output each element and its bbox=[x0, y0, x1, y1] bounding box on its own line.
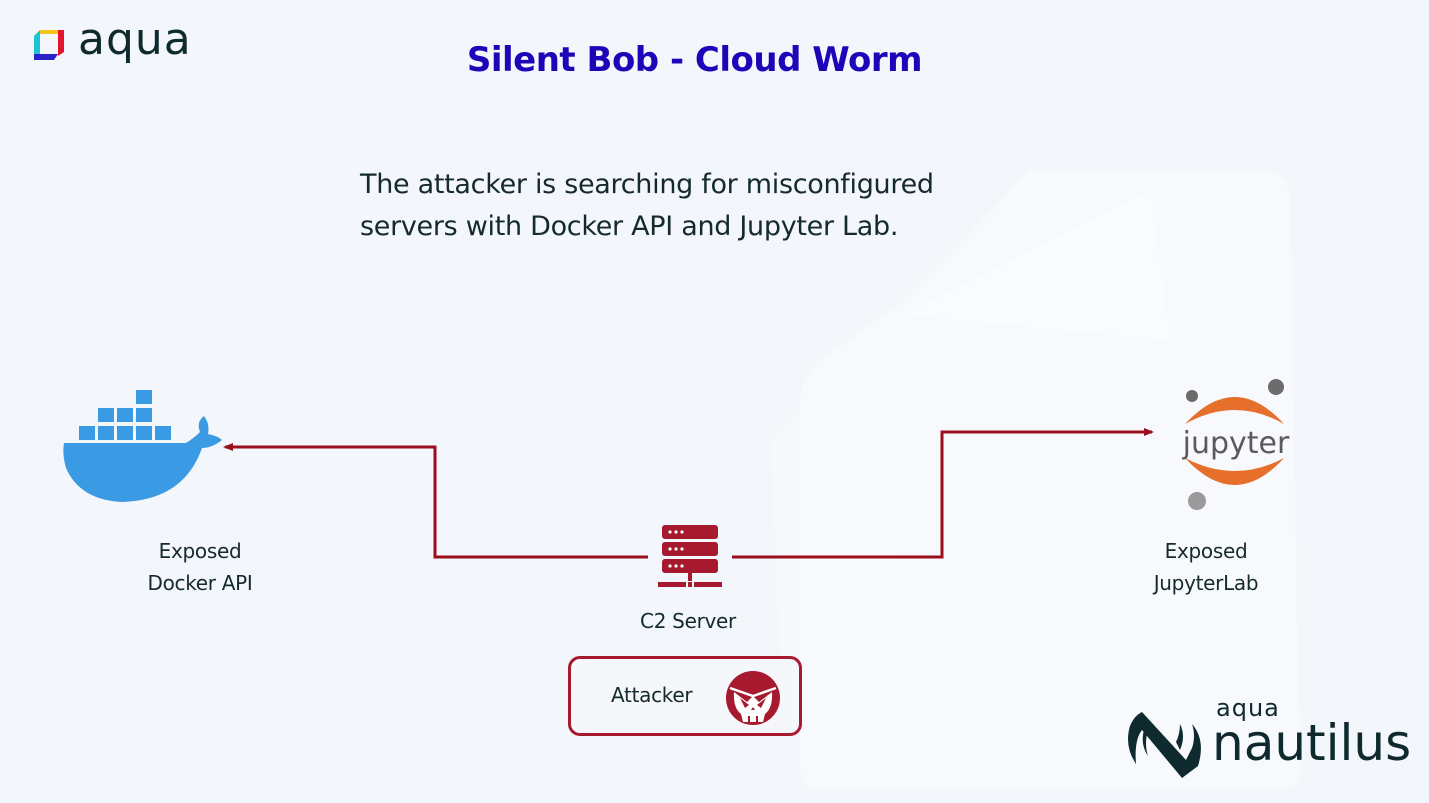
nautilus-name-text: nautilus bbox=[1212, 714, 1412, 772]
slide-title: Silent Bob - Cloud Worm bbox=[466, 40, 923, 80]
edge-c2-to-docker bbox=[223, 443, 648, 559]
aqua-logo-mark-icon bbox=[34, 30, 64, 60]
jupyter-node-label: Exposed JupyterLab bbox=[1126, 535, 1286, 599]
attacker-label: Attacker bbox=[611, 683, 693, 707]
nautilus-mark-icon bbox=[1128, 712, 1201, 778]
jupyter-label-line-2: JupyterLab bbox=[1153, 571, 1259, 595]
nautilus-aqua-text: aqua bbox=[1216, 694, 1280, 722]
skull-mask-icon bbox=[726, 671, 780, 725]
subtitle-line-1: The attacker is searching for misconfigu… bbox=[360, 169, 934, 200]
docker-label-line-1: Exposed bbox=[158, 539, 242, 563]
c2-server-label: C2 Server bbox=[640, 609, 736, 633]
slide-subtitle: The attacker is searching for misconfigu… bbox=[360, 164, 1060, 248]
docker-whale-icon bbox=[63, 390, 223, 502]
docker-label-line-2: Docker API bbox=[147, 571, 253, 595]
docker-node-label: Exposed Docker API bbox=[120, 535, 280, 599]
aqua-logo-text: aqua bbox=[78, 14, 192, 65]
attacker-node[interactable]: Attacker bbox=[568, 656, 802, 736]
aqua-nautilus-logo: aqua nautilus bbox=[1120, 694, 1420, 780]
server-rack-icon bbox=[658, 525, 722, 587]
aqua-logo: aqua bbox=[32, 18, 192, 62]
jupyter-logo-icon: jupyter bbox=[1182, 379, 1290, 510]
jupyter-logo-text: jupyter bbox=[1182, 426, 1290, 461]
subtitle-line-2: servers with Docker API and Jupyter Lab. bbox=[360, 211, 899, 242]
edge-c2-to-jupyter bbox=[732, 428, 1154, 559]
jupyter-label-line-1: Exposed bbox=[1164, 539, 1248, 563]
